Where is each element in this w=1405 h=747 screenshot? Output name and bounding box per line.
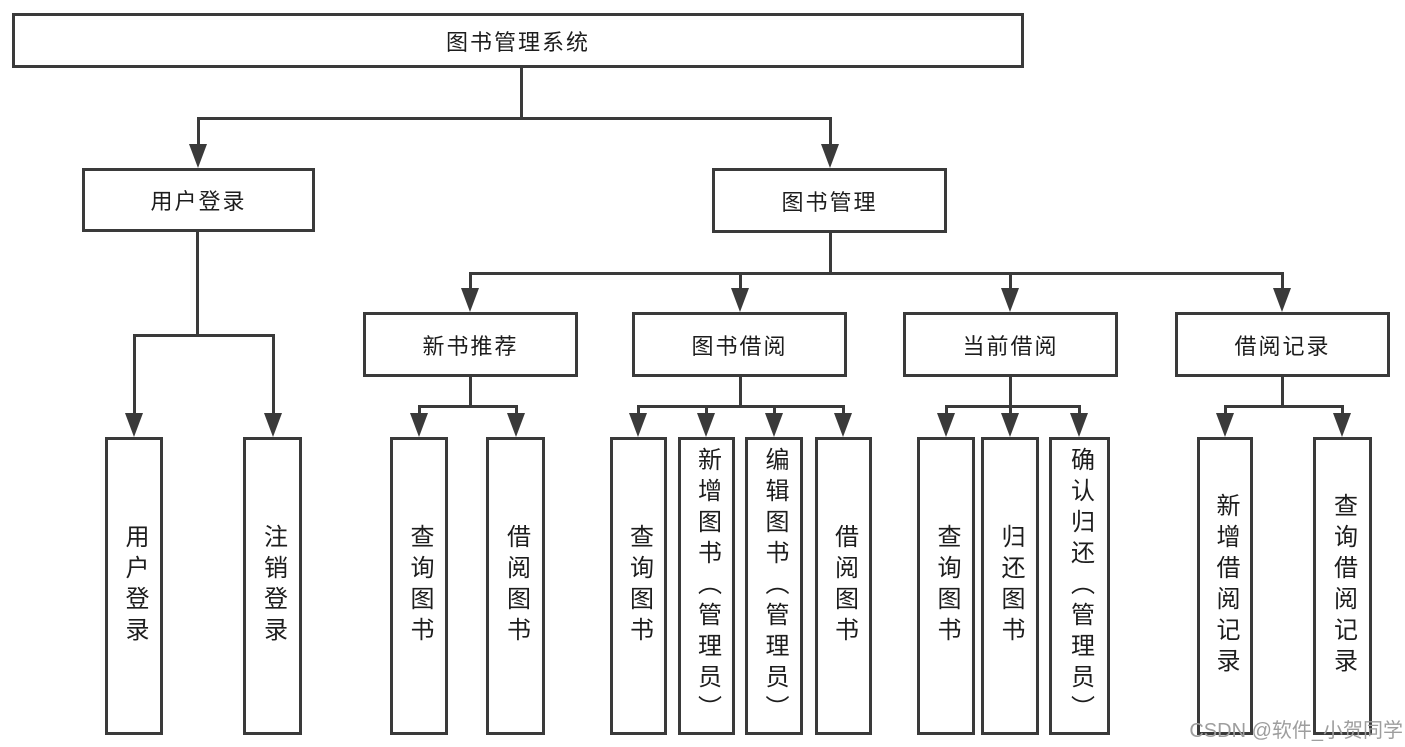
- arrowhead: [731, 288, 749, 312]
- leaf-query-books-current: 查询图书: [917, 437, 975, 735]
- connector-line: [272, 334, 275, 416]
- leaf-borrow-books-borrowing: 借阅图书: [815, 437, 872, 735]
- connector-line: [1281, 377, 1284, 407]
- leaf-confirm-return-admin: 确认归还（管理员）: [1049, 437, 1110, 735]
- connector-line: [1341, 405, 1344, 417]
- connector-line: [469, 272, 472, 290]
- node-new-book-recommend: 新书推荐: [363, 312, 578, 377]
- arrowhead: [1001, 288, 1019, 312]
- leaf-user-login: 用户登录: [105, 437, 163, 735]
- connector-line: [418, 405, 517, 408]
- connector-line: [1224, 405, 1343, 408]
- arrowhead: [821, 144, 839, 168]
- connector-line: [197, 117, 200, 147]
- arrowhead: [125, 413, 143, 437]
- arrowhead: [1273, 288, 1291, 312]
- arrowhead: [629, 413, 647, 437]
- connector-line: [133, 334, 136, 416]
- connector-line: [1009, 377, 1012, 407]
- csdn-watermark: CSDN @软件_小贺同学: [1189, 720, 1403, 742]
- arrowhead: [189, 144, 207, 168]
- arrowhead: [1070, 413, 1088, 437]
- arrowhead: [264, 413, 282, 437]
- arrowhead: [1001, 413, 1019, 437]
- connector-line: [637, 405, 640, 417]
- arrowhead: [461, 288, 479, 312]
- connector-line: [1009, 272, 1012, 290]
- connector-line: [197, 117, 832, 120]
- arrowhead: [937, 413, 955, 437]
- connector-line: [469, 272, 1283, 275]
- connector-line: [1281, 272, 1284, 290]
- arrowhead: [1333, 413, 1351, 437]
- node-user-login: 用户登录: [82, 168, 315, 232]
- connector-line: [520, 68, 523, 120]
- leaf-borrow-books-recommend: 借阅图书: [486, 437, 545, 735]
- connector-line: [739, 272, 742, 290]
- connector-line: [739, 377, 742, 407]
- connector-line: [1078, 405, 1081, 417]
- connector-line: [133, 334, 274, 337]
- connector-line: [829, 117, 832, 147]
- arrowhead: [765, 413, 783, 437]
- node-library-management-system: 图书管理系统: [12, 13, 1024, 68]
- leaf-return-books: 归还图书: [981, 437, 1039, 735]
- connector-line: [515, 405, 518, 417]
- connector-line: [1224, 405, 1227, 417]
- connector-line: [637, 405, 844, 408]
- node-book-borrowing: 图书借阅: [632, 312, 847, 377]
- leaf-add-book-admin: 新增图书（管理员）: [678, 437, 735, 735]
- leaf-query-borrow-record: 查询借阅记录: [1313, 437, 1372, 735]
- connector-line: [705, 405, 708, 417]
- leaf-edit-book-admin: 编辑图书（管理员）: [745, 437, 803, 735]
- connector-line: [1009, 405, 1012, 417]
- arrowhead: [1216, 413, 1234, 437]
- connector-line: [773, 405, 776, 417]
- connector-line: [469, 377, 472, 407]
- leaf-query-books-recommend: 查询图书: [390, 437, 448, 735]
- connector-line: [842, 405, 845, 417]
- connector-line: [418, 405, 421, 417]
- connector-line: [829, 233, 832, 274]
- leaf-add-borrow-record: 新增借阅记录: [1197, 437, 1253, 735]
- leaf-logout: 注销登录: [243, 437, 302, 735]
- connector-line: [945, 405, 948, 417]
- arrowhead: [410, 413, 428, 437]
- leaf-query-books-borrowing: 查询图书: [610, 437, 667, 735]
- connector-line: [945, 405, 1080, 408]
- node-book-management: 图书管理: [712, 168, 947, 233]
- node-borrowing-records: 借阅记录: [1175, 312, 1390, 377]
- node-current-borrowing: 当前借阅: [903, 312, 1118, 377]
- connector-line: [196, 232, 199, 336]
- arrowhead: [697, 413, 715, 437]
- arrowhead: [507, 413, 525, 437]
- arrowhead: [834, 413, 852, 437]
